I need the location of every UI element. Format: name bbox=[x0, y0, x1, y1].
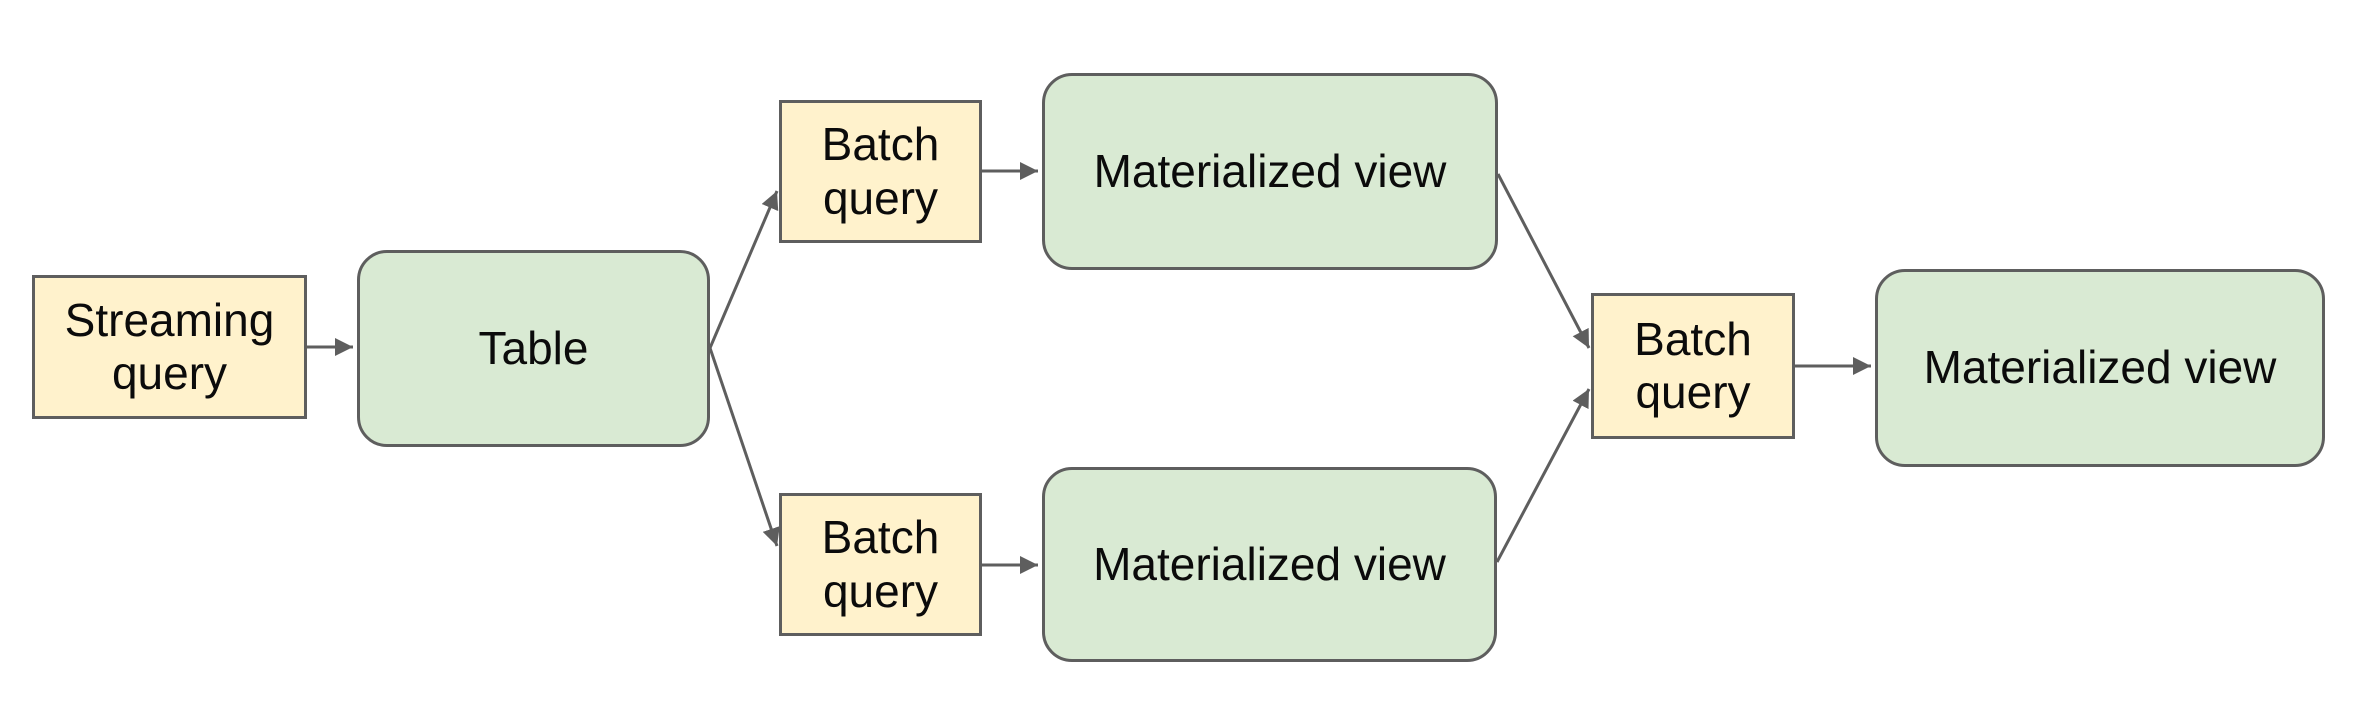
node-batch-query-merge: Batch query bbox=[1591, 293, 1795, 439]
edge-table-to-batch-top bbox=[708, 190, 779, 349]
edge-table-to-batch-bottom bbox=[708, 347, 780, 547]
node-materialized-view-final-label: Materialized view bbox=[1923, 341, 2277, 394]
node-materialized-view-bottom: Materialized view bbox=[1042, 467, 1497, 662]
node-table-label: Table bbox=[478, 321, 589, 374]
node-streaming-query-label: Streaming query bbox=[64, 293, 275, 399]
node-materialized-view-top-label: Materialized view bbox=[1093, 144, 1447, 197]
node-batch-query-top: Batch query bbox=[779, 100, 982, 243]
edge-mv-top-to-batch-merge bbox=[1496, 173, 1591, 349]
edge-mv-bottom-to-batch-merge bbox=[1495, 388, 1591, 563]
node-batch-query-top-label: Batch query bbox=[821, 118, 940, 224]
node-materialized-view-bottom-label: Materialized view bbox=[1093, 537, 1446, 590]
node-materialized-view-final: Materialized view bbox=[1875, 269, 2325, 467]
node-batch-query-bottom-label: Batch query bbox=[821, 511, 940, 617]
node-streaming-query: Streaming query bbox=[32, 275, 307, 419]
node-table: Table bbox=[357, 250, 710, 447]
node-batch-query-bottom: Batch query bbox=[779, 493, 982, 636]
node-materialized-view-top: Materialized view bbox=[1042, 73, 1498, 270]
node-batch-query-merge-label: Batch query bbox=[1634, 312, 1752, 418]
